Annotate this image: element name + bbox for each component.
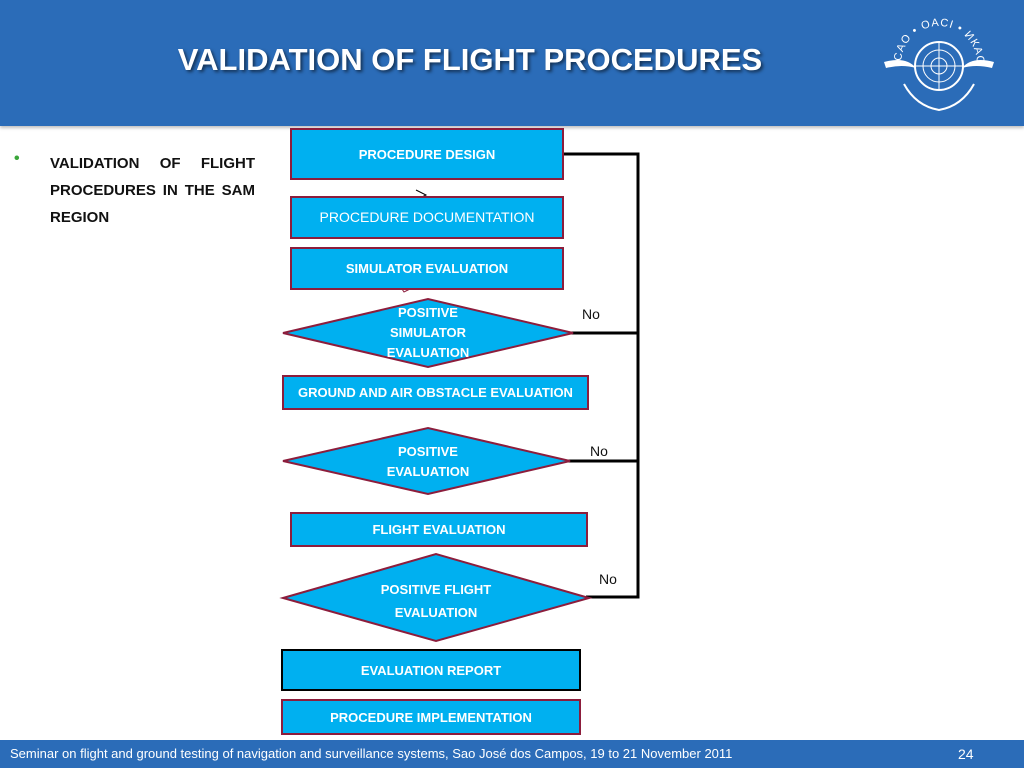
box-evaluation-report: EVALUATION REPORT <box>281 649 581 691</box>
no-label-2: No <box>590 443 608 459</box>
box-procedure-documentation: PROCEDURE DOCUMENTATION <box>290 196 564 239</box>
box-procedure-design: PROCEDURE DESIGN <box>290 128 564 180</box>
footer-text: Seminar on flight and ground testing of … <box>10 746 733 761</box>
header-bar: VALIDATION OF FLIGHT PROCEDURES ICAO • O… <box>0 0 1024 126</box>
bullet-text: VALIDATION OF FLIGHT PROCEDURES IN THE S… <box>50 155 255 226</box>
feedback-line <box>563 152 640 599</box>
label-positive-evaluation: POSITIVE EVALUATION <box>386 444 470 479</box>
page-number: 24 <box>958 746 974 762</box>
footer-bar: Seminar on flight and ground testing of … <box>0 740 1024 768</box>
bullet-marker: • <box>14 150 20 167</box>
slide-title: VALIDATION OF FLIGHT PROCEDURES <box>177 42 763 77</box>
decision-diamond-evaluation <box>282 426 571 496</box>
icao-logo: ICAO • OACI • ИКАО <box>884 17 994 112</box>
decision-diamond-flight <box>279 552 593 643</box>
label-positive-simulator-evaluation: POSITIVE SIMULATOR EVALUATION <box>386 305 470 360</box>
no-label-3: No <box>599 571 617 587</box>
box-flight-evaluation: FLIGHT EVALUATION <box>290 512 588 547</box>
box-simulator-evaluation: SIMULATOR EVALUATION <box>290 247 564 290</box>
no-label-1: No <box>582 306 600 322</box>
label-positive-flight-evaluation: POSITIVE FLIGHT EVALUATION <box>380 582 492 620</box>
box-procedure-implementation: PROCEDURE IMPLEMENTATION <box>281 699 581 735</box>
box-ground-air-obstacle: GROUND AND AIR OBSTACLE EVALUATION <box>282 375 589 410</box>
decision-diamond-simulator <box>282 297 574 369</box>
